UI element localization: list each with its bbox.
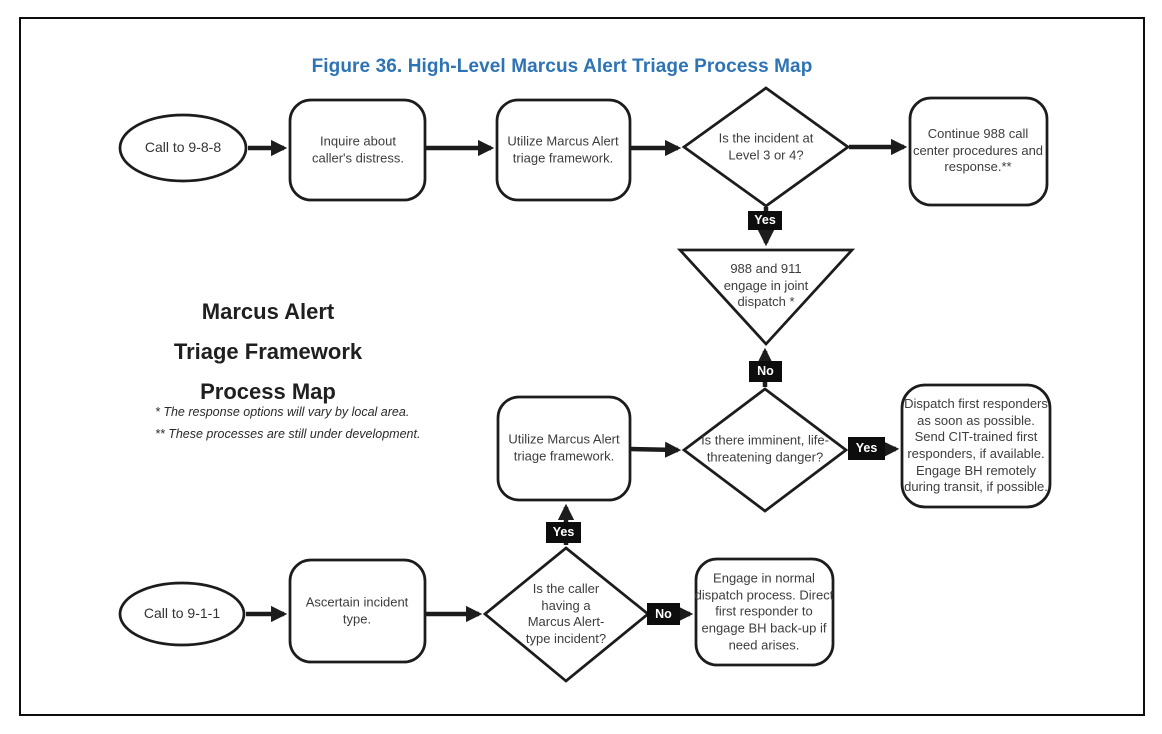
label-normal-dispatch: Engage in normal dispatch process. Direc… [694, 570, 834, 652]
process-box-normal-dispatch [694, 557, 835, 667]
decision-diamond-marcus [482, 546, 651, 683]
badge-level-yes: Yes [748, 211, 782, 230]
label-dispatch-responders: Dispatch first responders as soon as pos… [904, 396, 1048, 495]
label-incident-level: Is the incident at Level 3 or 4? [718, 130, 814, 162]
label-joint-dispatch: 988 and 911 engage in joint dispatch * [723, 261, 809, 310]
footnotes: * The response options will vary by loca… [155, 401, 435, 445]
side-title-line-2: Triage Framework [173, 339, 363, 364]
arrow-utilizemid-to-danger [629, 441, 682, 458]
process-box-ascertain [288, 558, 427, 664]
label-call-911: Call to 9-1-1 [143, 605, 221, 622]
badge-danger-no: No [749, 361, 782, 382]
badge-danger-yes: Yes [848, 437, 885, 460]
figure-caption: Figure 36. High-Level Marcus Alert Triag… [311, 56, 813, 77]
footnote-under-development: ** These processes are still under devel… [155, 427, 421, 441]
triangle-joint-dispatch [676, 248, 856, 347]
process-box-continue-988 [908, 96, 1049, 207]
side-title: Marcus Alert Triage Framework Process Ma… [118, 292, 418, 412]
label-inquire-distress: Inquire about caller's distress. [311, 133, 405, 165]
label-ascertain-incident: Ascertain incident type. [305, 594, 409, 626]
start-ellipse-911 [118, 581, 246, 647]
decision-diamond-level [681, 86, 851, 208]
process-box-dispatch-responders [900, 383, 1052, 509]
badge-marcus-no: No [647, 603, 680, 625]
side-title-line-1: Marcus Alert [201, 299, 335, 324]
label-continue-988: Continue 988 call center procedures and … [912, 126, 1044, 175]
diagram-border [19, 17, 1145, 716]
decision-diamond-danger [681, 387, 849, 513]
label-utilize-framework-top: Utilize Marcus Alert triage framework. [507, 133, 619, 165]
badge-marcus-yes: Yes [546, 522, 581, 543]
side-title-line-3: Process Map [200, 379, 336, 404]
label-imminent-danger: Is there imminent, life-threatening dang… [701, 432, 829, 464]
label-marcus-type-incident: Is the caller having a Marcus Alert-type… [525, 580, 607, 646]
process-box-utilize-mid [496, 395, 632, 502]
start-ellipse-988 [118, 113, 248, 183]
footnote-response-options: * The response options will vary by loca… [155, 405, 410, 419]
label-call-988: Call to 9-8-8 [144, 139, 222, 156]
label-utilize-framework-mid: Utilize Marcus Alert triage framework. [508, 431, 620, 463]
